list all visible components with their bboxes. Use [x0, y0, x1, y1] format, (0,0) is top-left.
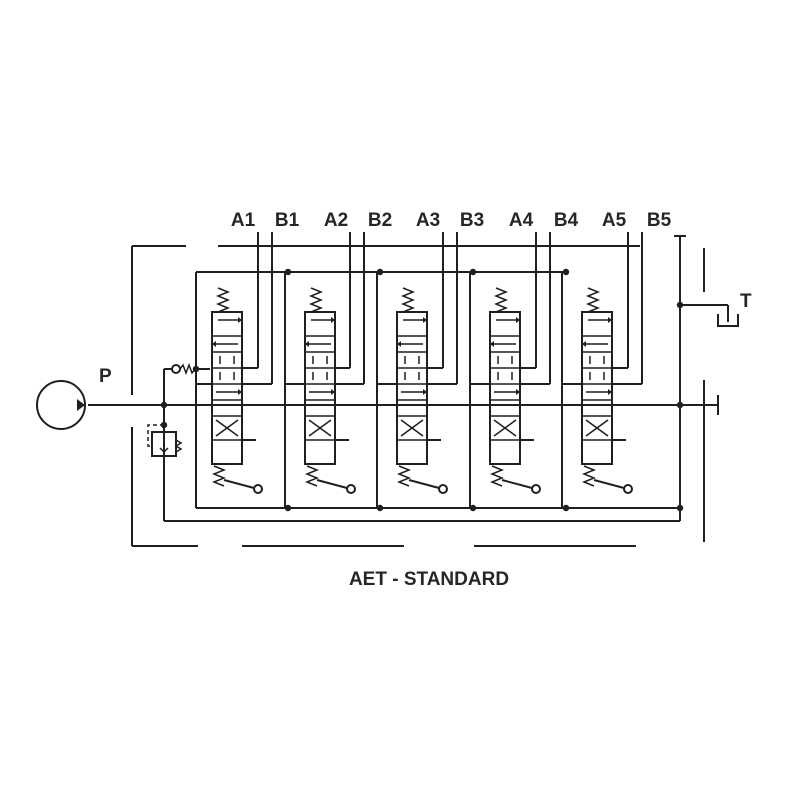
port-label-b1: B1 [275, 210, 300, 231]
tank-port-label: T [740, 291, 752, 312]
work-port-labels: A1 B1 A2 B2 A3 B3 A4 B4 A5 B5 [231, 210, 672, 231]
lever-icon [531, 484, 541, 494]
spring-icon [308, 287, 324, 313]
port-label-b3: B3 [460, 210, 484, 231]
port-label-a5: A5 [602, 210, 627, 231]
section-3 [376, 232, 458, 508]
section-5 [561, 232, 643, 508]
spring-icon [493, 287, 509, 313]
spring-icon [211, 465, 227, 487]
lever-icon [346, 484, 356, 494]
galleries [88, 235, 719, 522]
lever-icon [253, 484, 263, 494]
section-2 [284, 232, 365, 508]
port-label-b5: B5 [647, 210, 672, 231]
lever-icon [438, 484, 448, 494]
spring-icon [489, 465, 505, 487]
port-label-b4: B4 [554, 210, 579, 231]
pump-port-label: P [99, 366, 112, 387]
port-label-a1: A1 [231, 210, 256, 231]
lever-icon [623, 484, 633, 494]
tank-icon [680, 304, 739, 327]
spring-icon [581, 465, 597, 487]
valve-sections [196, 232, 643, 508]
section-1 [196, 232, 273, 494]
spring-icon [585, 287, 601, 313]
spring-icon [396, 465, 412, 487]
port-label-b2: B2 [368, 210, 392, 231]
pump-icon [36, 380, 86, 430]
spring-icon [304, 465, 320, 487]
housing-outline [131, 245, 705, 547]
port-label-a2: A2 [324, 210, 348, 231]
check-valve-icon [163, 362, 210, 521]
spring-icon [215, 287, 231, 313]
diagram-caption: AET - STANDARD [349, 569, 509, 590]
port-label-a4: A4 [509, 210, 534, 231]
section-4 [469, 232, 551, 508]
relief-valve-icon [147, 424, 183, 457]
spring-icon [400, 287, 416, 313]
port-label-a3: A3 [416, 210, 440, 231]
